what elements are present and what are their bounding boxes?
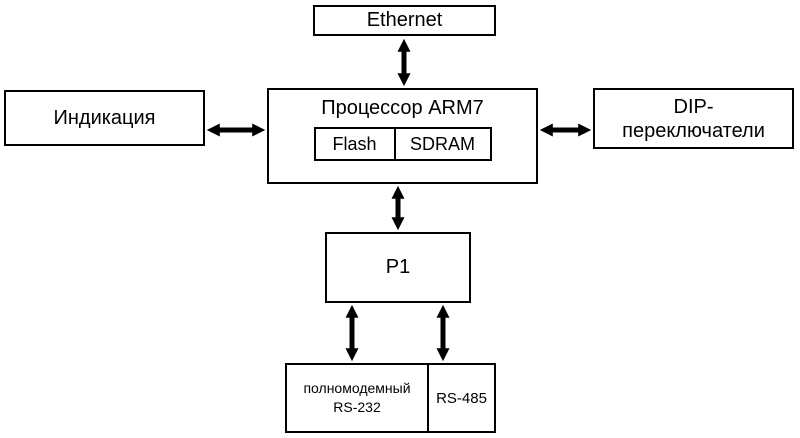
ethernet-box: Ethernet [313, 5, 496, 36]
p1-label: P1 [385, 256, 411, 278]
flash-box: Flash [316, 129, 396, 159]
serial-ports-box: полномодемный RS-232 RS-485 [285, 363, 496, 433]
p1-box: P1 [325, 232, 471, 303]
dip-switches-box: DIP- переключатели [593, 88, 794, 149]
indication-label: Индикация [53, 106, 156, 129]
processor-box: Процессор ARM7 Flash SDRAM [267, 88, 538, 184]
rs485-label: RS-485 [436, 389, 487, 407]
dip-label-line2: переключатели [622, 119, 765, 142]
ethernet-label: Ethernet [366, 9, 443, 31]
rs232-box: полномодемный RS-232 [287, 365, 429, 431]
rs232-label-line2: RS-232 [333, 399, 381, 415]
sdram-box: SDRAM [409, 133, 475, 154]
dip-label-line1: DIP- [673, 95, 714, 118]
rs232-label-line1: полномодемный [303, 380, 411, 397]
indication-box: Индикация [4, 90, 205, 146]
processor-label: Процессор ARM7 [321, 97, 484, 119]
memory-box: Flash SDRAM [313, 127, 492, 161]
rs485-box: RS-485 [429, 365, 494, 431]
